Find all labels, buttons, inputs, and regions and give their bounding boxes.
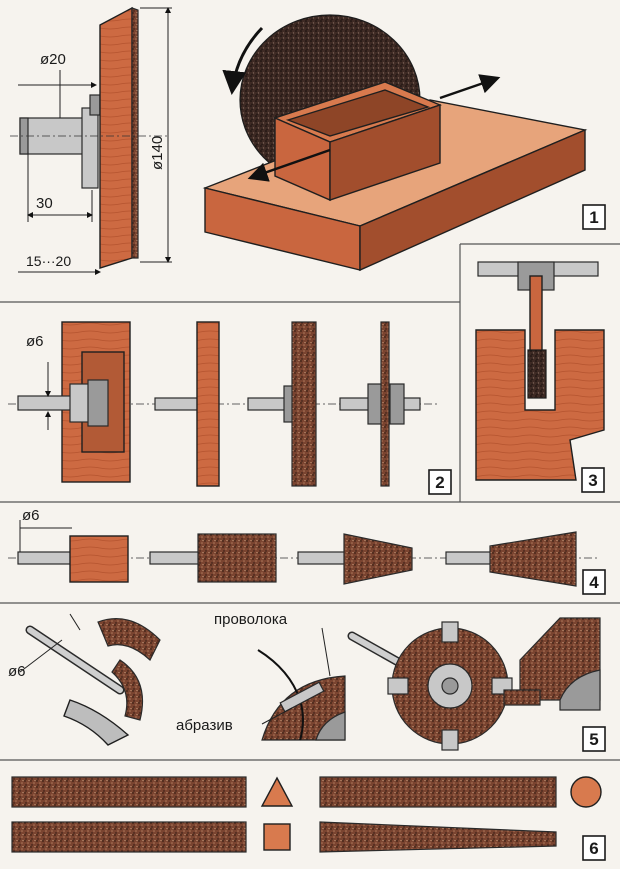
square-abrasive-stick xyxy=(11,821,247,853)
panel-6: 6 xyxy=(11,776,606,861)
panel-2-number-box xyxy=(428,469,452,495)
disc-side-view xyxy=(10,6,170,269)
bur-cone-wide xyxy=(445,531,577,587)
panel-4-number: 4 xyxy=(589,573,599,592)
tapered-abrasive-stick xyxy=(319,821,557,853)
label-disc-thickness: 15···20 xyxy=(26,253,71,269)
panel-1-number: 1 xyxy=(589,208,598,227)
panel-5-number-box xyxy=(582,726,606,752)
panel-5: ø6 проволока абразив 5 xyxy=(8,611,606,752)
flat-abrasive-stick xyxy=(11,776,247,808)
wood-disc-plain xyxy=(154,321,220,487)
panel-1: ø20 30 15···20 ø140 1 xyxy=(10,6,606,275)
round-section-icon xyxy=(570,776,602,808)
flap-segment-detail xyxy=(503,617,601,711)
panel-4-number-box xyxy=(582,569,606,595)
label-d-shank: ø6 xyxy=(22,507,40,524)
panel-2-number: 2 xyxy=(435,473,444,492)
panel-2: ø6 2 xyxy=(8,321,452,495)
panel-3: 3 xyxy=(475,261,605,493)
panel-3-number-box xyxy=(581,467,605,493)
dimension-lines xyxy=(18,7,172,275)
motion-arrows xyxy=(247,74,501,182)
triangle-section-icon xyxy=(260,776,294,807)
wire-abrasive-detail xyxy=(257,649,346,741)
flap-wheel-open xyxy=(25,618,161,746)
panel-5-number: 5 xyxy=(589,730,598,749)
twisted-abrasive-stick xyxy=(319,776,557,808)
square-section-icon xyxy=(263,823,291,851)
label-d-disc: ø140 xyxy=(149,136,166,170)
label-shaft-length: 30 xyxy=(36,195,53,212)
panel-6-number-box xyxy=(582,835,606,861)
bur-cone-narrow xyxy=(297,533,413,585)
panel-1-number-box xyxy=(582,204,606,230)
flap-wheel-assembled xyxy=(347,621,513,751)
wooden-box xyxy=(273,81,442,202)
bur-pointed-wood xyxy=(17,535,129,583)
bur-cylinder xyxy=(149,533,277,583)
thin-abrasive-disc xyxy=(339,321,421,487)
panel-4: ø6 4 xyxy=(8,507,606,595)
abrasive-disc-faced xyxy=(247,321,317,487)
panel-6-number: 6 xyxy=(589,839,598,858)
panel-3-number: 3 xyxy=(588,471,597,490)
label-d-bolt: ø6 xyxy=(26,333,44,350)
label-d-mandrel: ø6 xyxy=(8,663,26,680)
label-d-shaft: ø20 xyxy=(40,51,66,68)
wood-disc-bolted xyxy=(17,321,131,483)
label-wire: проволока xyxy=(214,611,288,628)
label-abrasive: абразив xyxy=(176,717,233,734)
